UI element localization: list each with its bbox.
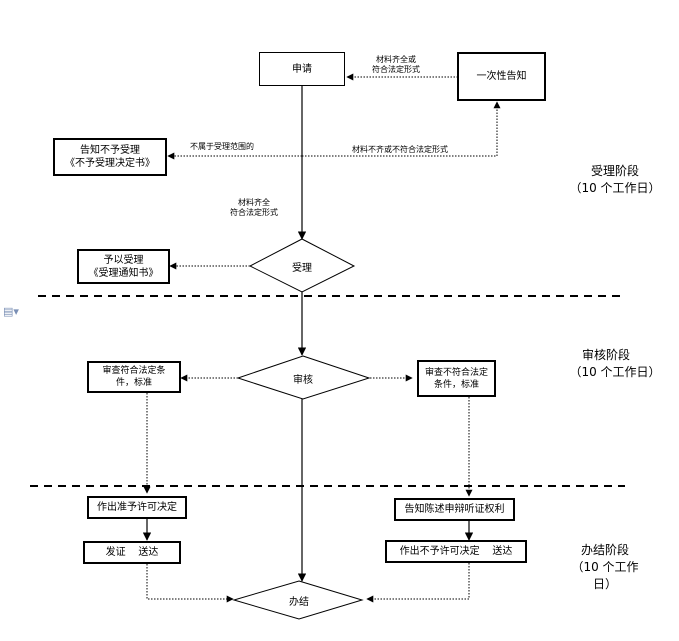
review-diamond-label: 审核 <box>293 375 313 386</box>
accept-stage-label: 受理阶段 （10 个工作日） <box>569 164 661 195</box>
accept-notice-box: 予以受理 《受理通知书》 <box>77 249 170 284</box>
finish-diamond-label: 办结 <box>289 597 309 608</box>
label-complete: 材料齐全 符合法定形式 <box>230 198 278 217</box>
reject-accept-box: 告知不予受理 《不予受理决定书》 <box>53 138 167 176</box>
one-time-notice-box: 一次性告知 <box>457 52 546 101</box>
deny-decision-box: 作出不予许可决定 送达 <box>385 540 527 563</box>
review-diamond <box>236 355 371 400</box>
issue-box: 发证 送达 <box>83 541 181 564</box>
label-incomplete-bottom: 材料不齐或不符合法定形式 <box>352 145 448 154</box>
accept-diamond-label: 受理 <box>292 263 312 274</box>
grant-decision-box: 作出准予许可决定 <box>87 496 187 519</box>
finish-stage-label: 办结阶段 （10 个工作 日） <box>571 543 639 591</box>
notify-hearing-box: 告知陈述申辩听证权利 <box>394 498 515 521</box>
label-incomplete-top: 材料齐全或 符合法定形式 <box>372 55 420 74</box>
apply-box: 申请 <box>259 52 345 86</box>
accept-diamond <box>248 238 356 293</box>
not-meets-box: 审查不符合法定 条件，标准 <box>417 360 496 397</box>
meets-box: 审查符合法定条 件，标准 <box>87 361 181 393</box>
review-stage-label: 审核阶段 （10 个工作日） <box>569 348 661 379</box>
document-icon: ▤▾ <box>3 305 19 318</box>
label-not-in-scope: 不属于受理范围的 <box>190 142 254 151</box>
finish-diamond <box>232 580 364 620</box>
arrow-incomplete-to-notice <box>302 101 501 157</box>
arrow-deny-to-finish <box>366 563 470 603</box>
arrow-issue-to-finish <box>146 564 234 603</box>
